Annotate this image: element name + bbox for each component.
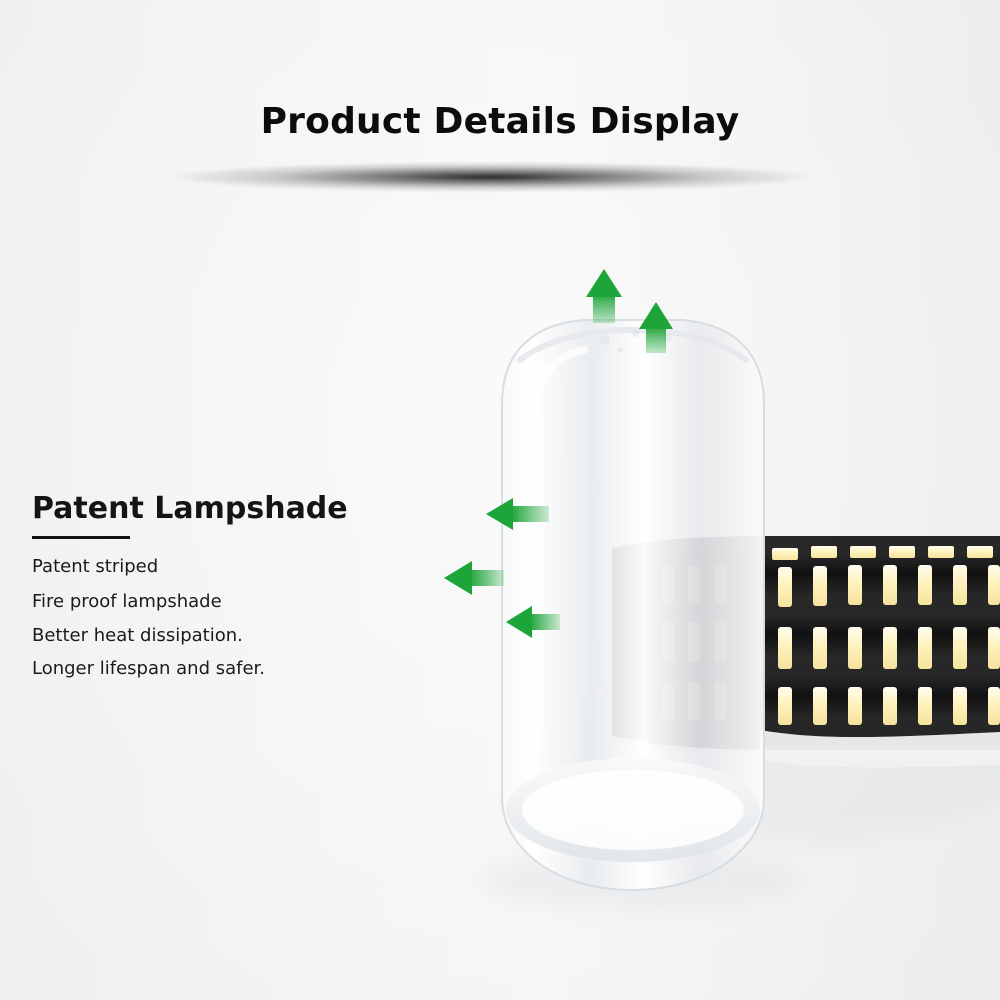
- lampshade-bottom-opening: [522, 770, 744, 850]
- led-chip: [928, 546, 954, 558]
- shade-led-chip: [662, 566, 674, 604]
- shade-led-chip: [688, 622, 700, 662]
- shade-led-reflection: [648, 552, 740, 746]
- led-chip: [918, 687, 932, 725]
- led-pcb-core: [612, 536, 1000, 750]
- page-title: Product Details Display: [260, 101, 740, 142]
- feature-panel: Patent Lampshade Patent striped Fire pro…: [32, 488, 422, 698]
- led-chip: [953, 687, 967, 725]
- shade-led-chip: [662, 622, 674, 662]
- shade-led-chip: [714, 566, 726, 604]
- led-chip: [883, 565, 897, 605]
- feature-item: Fire proof lampshade: [32, 591, 222, 612]
- green-arrow-icon: [639, 302, 673, 353]
- led-base-ridge: [760, 730, 1000, 768]
- lampshade-highlight: [532, 346, 588, 414]
- led-chip: [848, 565, 862, 605]
- led-chip: [883, 687, 897, 725]
- lampshade-top-lip: [517, 326, 749, 363]
- led-chip: [813, 687, 827, 725]
- lampshade-group: [501, 319, 765, 892]
- led-chip: [813, 566, 827, 606]
- led-chip: [850, 546, 876, 558]
- led-chip: [953, 627, 967, 669]
- feature-item: Better heat dissipation.: [32, 625, 243, 646]
- led-chip: [988, 565, 1000, 605]
- lampshade-body: [501, 319, 765, 892]
- shade-led-chip: [662, 682, 674, 720]
- green-arrow-icon: [486, 498, 549, 530]
- led-chip: [953, 565, 967, 605]
- led-chip: [778, 627, 792, 669]
- led-chip: [988, 627, 1000, 669]
- vent-hole: [617, 347, 623, 353]
- title-shadow-decoration: [170, 162, 810, 192]
- shade-led-chip: [714, 682, 726, 720]
- led-chip: [813, 627, 827, 669]
- led-chip: [772, 548, 798, 560]
- led-chip: [918, 627, 932, 669]
- vent-hole: [600, 335, 610, 345]
- led-chip: [889, 546, 915, 558]
- shade-led-chip: [688, 566, 700, 604]
- lampshade-bottom-rim: [506, 758, 760, 862]
- feature-item: Patent striped: [32, 556, 159, 577]
- led-chip: [778, 567, 792, 607]
- led-module-group: [612, 536, 1000, 768]
- vent-hole: [632, 329, 640, 337]
- led-chip: [811, 546, 837, 558]
- green-arrow-icon: [586, 269, 622, 323]
- shade-led-chip: [714, 622, 726, 662]
- led-chip: [778, 687, 792, 725]
- green-arrow-icon: [444, 561, 504, 595]
- led-row-strip: [760, 552, 1000, 596]
- led-chip: [848, 627, 862, 669]
- feature-panel-divider: [32, 536, 130, 539]
- led-chip: [883, 627, 897, 669]
- led-row-strip: [760, 613, 1000, 657]
- green-arrow-icon: [506, 606, 560, 638]
- led-chip: [967, 546, 993, 558]
- shade-led-chip: [688, 682, 700, 720]
- feature-panel-title: Patent Lampshade: [32, 491, 348, 526]
- feature-item: Longer lifespan and safer.: [32, 658, 266, 679]
- led-row-strip: [760, 674, 1000, 718]
- led-chip: [988, 687, 1000, 725]
- vent-hole: [664, 334, 672, 342]
- led-chip: [918, 565, 932, 605]
- led-chip: [848, 687, 862, 725]
